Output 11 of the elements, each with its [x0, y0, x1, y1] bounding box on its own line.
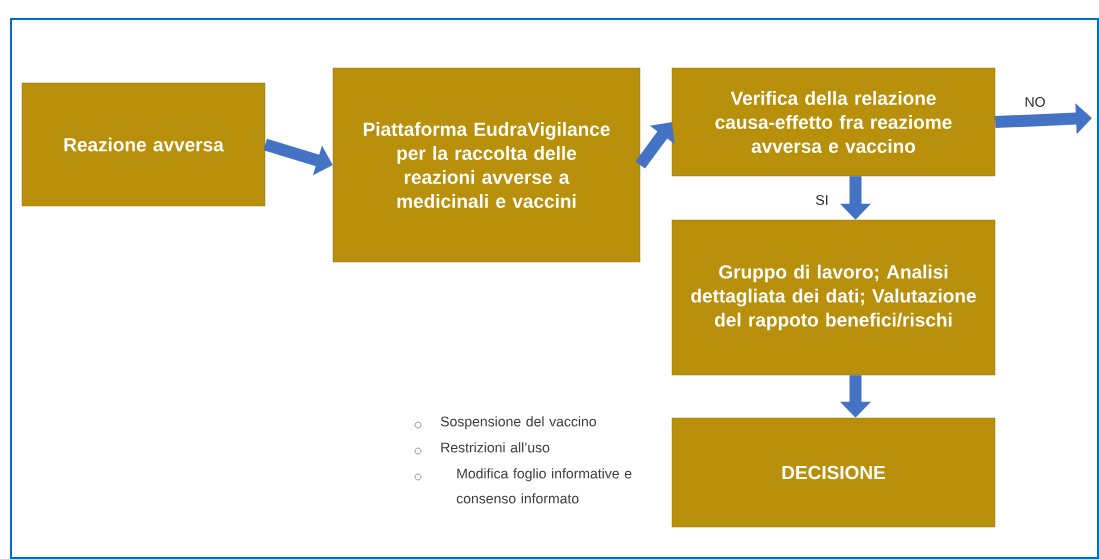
process-box: DECISIONE [671, 417, 996, 528]
list-item: Sospensione del vaccino [440, 416, 596, 430]
list-item: Modifica foglio informative e consenso informato [456, 468, 632, 504]
process-box: Piattaforma EudraVigilance per la raccolta delle reazioni avverse a medicinali e vaccini [332, 67, 641, 263]
edge-label: SI [816, 195, 828, 205]
process-box: Gruppo di lavoro; Analisi dettagliata dei dati; Valutazione del rappoto benefici/rischi [671, 219, 996, 376]
list-item: Restrizioni all’uso [441, 442, 550, 453]
edge-label: NO [1025, 97, 1045, 107]
process-box: Verifica della relazione causa-effetto fra reaziome avversa e vaccino [671, 67, 996, 177]
block-arrow [635, 122, 675, 169]
process-box: Reazione avversa [21, 82, 266, 207]
